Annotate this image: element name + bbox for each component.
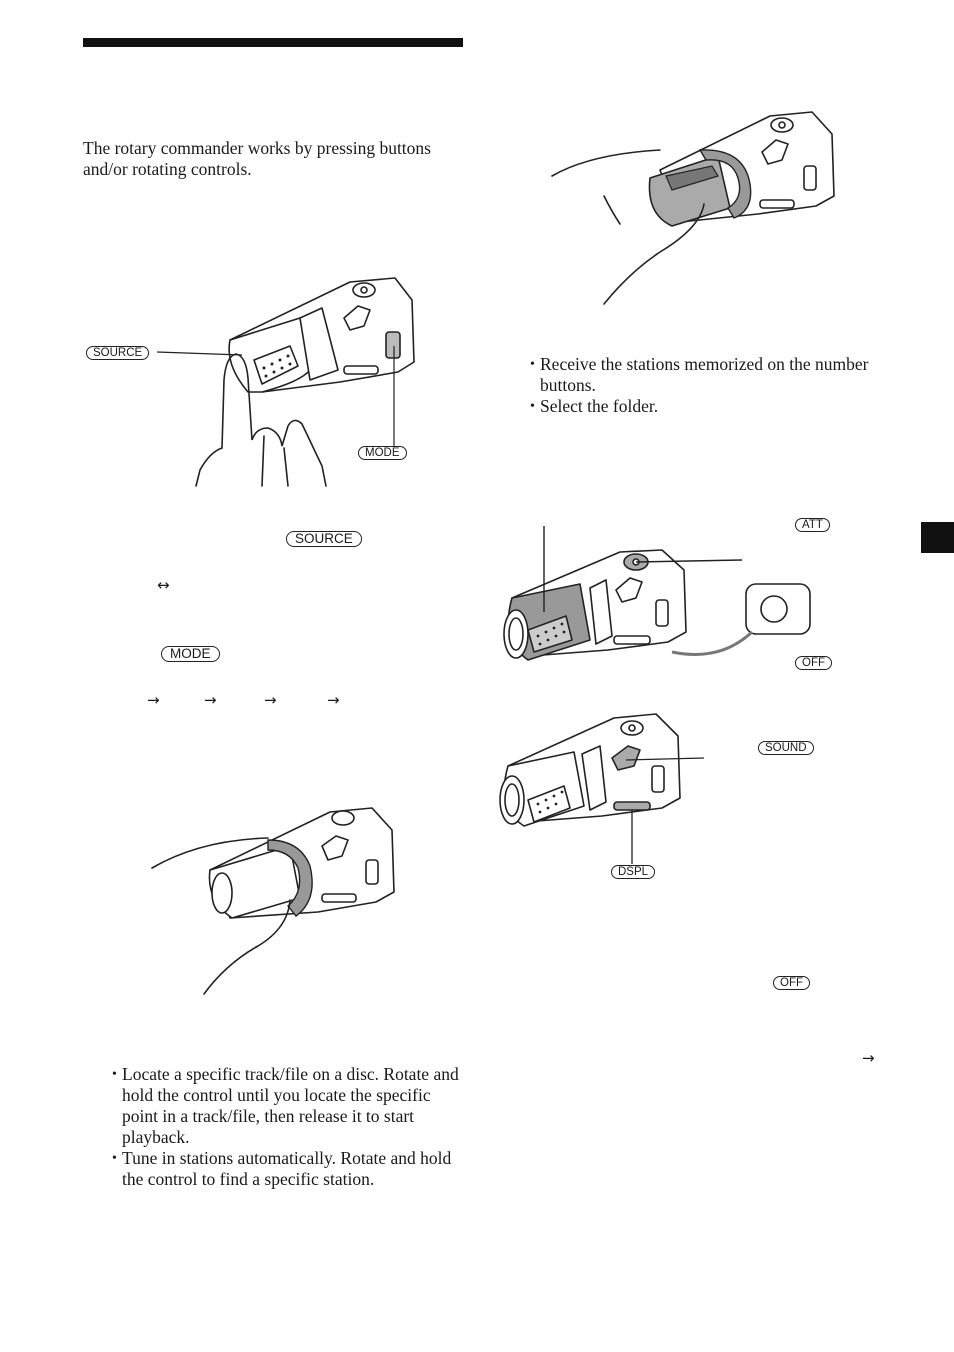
right-arrow-3: → [264,691,277,709]
right-arrow-2: → [204,691,217,709]
right-arrow-4: → [327,691,340,709]
preset-bullet-1: Receive the stations memorized on the nu… [530,354,870,396]
off-label: OFF [773,976,810,990]
source-label: SOURCE [286,531,362,547]
intro-text: The rotary commander works by pressing b… [83,138,431,179]
right-arrow-1: → [147,691,160,709]
att-label: ATT [795,518,830,532]
seek-bullet-1: Locate a specific track/file on a disc. … [112,1064,467,1148]
section-tab [921,522,954,553]
off-label-fig4: OFF [795,656,832,670]
preset-bullets: Receive the stations memorized on the nu… [530,354,870,417]
mode-label: MODE [161,646,220,662]
continue-arrow: → [862,1049,875,1067]
dspl-label: DSPL [611,865,656,879]
double-arrow: ↔ [157,576,170,594]
source-label-fig1: SOURCE [86,346,150,360]
preset-bullet-2: Select the folder. [530,396,870,417]
sound-label: SOUND [758,741,814,755]
seek-bullets: Locate a specific track/file on a disc. … [112,1064,467,1190]
header-rule [83,38,463,47]
seek-bullet-2: Tune in stations automatically. Rotate a… [112,1148,467,1190]
mode-label-fig1: MODE [358,446,407,460]
